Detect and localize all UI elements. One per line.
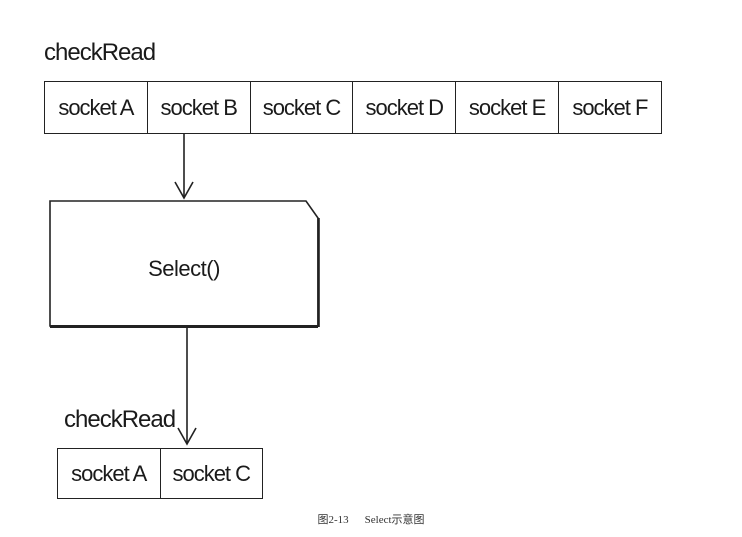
top-socket-cell: socket C [251, 82, 354, 133]
bottom-checkread-label: checkRead [64, 406, 176, 433]
top-socket-cell: socket D [353, 82, 457, 133]
top-checkread-label: checkRead [44, 39, 156, 66]
bottom-socket-cell: socket C [161, 449, 263, 498]
figure-title: Select示意图 [364, 514, 425, 526]
figure-number: 图2-13 [317, 514, 349, 526]
top-socket-cell: socket E [456, 82, 559, 133]
arrow-head-to-result [177, 427, 197, 446]
top-socket-cell: socket F [559, 82, 662, 133]
bottom-socket-array: socket A socket C [57, 448, 263, 499]
select-label: Select() [148, 256, 220, 281]
figure-caption: 图2-13 Select示意图 [0, 515, 742, 526]
top-socket-cell: socket A [45, 82, 148, 133]
arrow-head-to-select [174, 181, 194, 200]
top-socket-array: socket A socket B socket C socket D sock… [44, 81, 662, 134]
bottom-socket-cell: socket A [58, 449, 161, 498]
top-socket-cell: socket B [148, 82, 251, 133]
